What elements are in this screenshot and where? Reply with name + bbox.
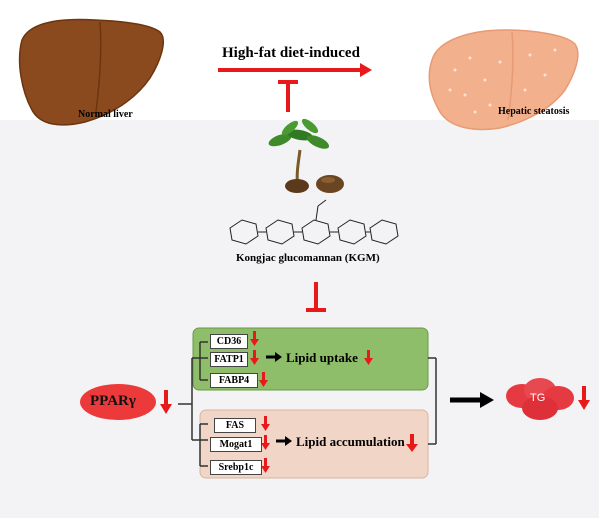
pparg-ellipse (80, 384, 156, 420)
kgm-label: Kongjac glucomannan (KGM) (236, 252, 380, 264)
gene-srebp1c: Srebp1c (210, 460, 262, 475)
fatty-liver-icon (428, 29, 579, 131)
decrease-cd36-icon (250, 331, 259, 346)
normal-liver-label: Normal liver (78, 109, 133, 120)
tg-blob-icon (506, 378, 574, 420)
diet-label: High-fat diet-induced (222, 45, 360, 61)
normal-liver-icon (18, 18, 164, 126)
decrease-markers (160, 331, 590, 473)
steatosis-label: Hepatic steatosis (498, 106, 570, 117)
decrease-uptake-icon (364, 350, 373, 365)
gene-cd36: CD36 (210, 334, 248, 349)
gene-mogat1: Mogat1 (210, 437, 262, 452)
tg-label: TG (530, 392, 546, 404)
decrease-tg-icon (578, 386, 590, 410)
kgm-structure-icon (229, 199, 399, 245)
regulation-lines (178, 341, 437, 467)
gene-fatp1: FATP1 (210, 352, 248, 367)
gene-fabp4: FABP4 (210, 373, 258, 388)
inhibit-diet-icon (278, 80, 298, 112)
to-accumulation-arrow (276, 436, 292, 446)
decrease-fas-icon (261, 416, 270, 431)
accumulation-label: Lipid accumulation (296, 434, 405, 449)
decrease-mogat1-icon (261, 435, 270, 450)
decrease-accumulation-icon (406, 434, 418, 452)
uptake-label: Lipid uptake (286, 350, 358, 365)
diet-arrow (218, 63, 372, 77)
pparg-label: PPARγ (90, 393, 136, 409)
konjac-plant-icon (268, 118, 344, 193)
decrease-pparg-icon (160, 390, 172, 414)
decrease-srebp1c-icon (261, 458, 270, 473)
to-uptake-arrow (266, 352, 282, 362)
gene-fas: FAS (214, 418, 256, 433)
decrease-fabp4-icon (259, 372, 268, 387)
to-tg-arrow (450, 392, 494, 408)
decrease-fatp1-icon (250, 350, 259, 365)
inhibit-kgm-icon (306, 282, 326, 312)
